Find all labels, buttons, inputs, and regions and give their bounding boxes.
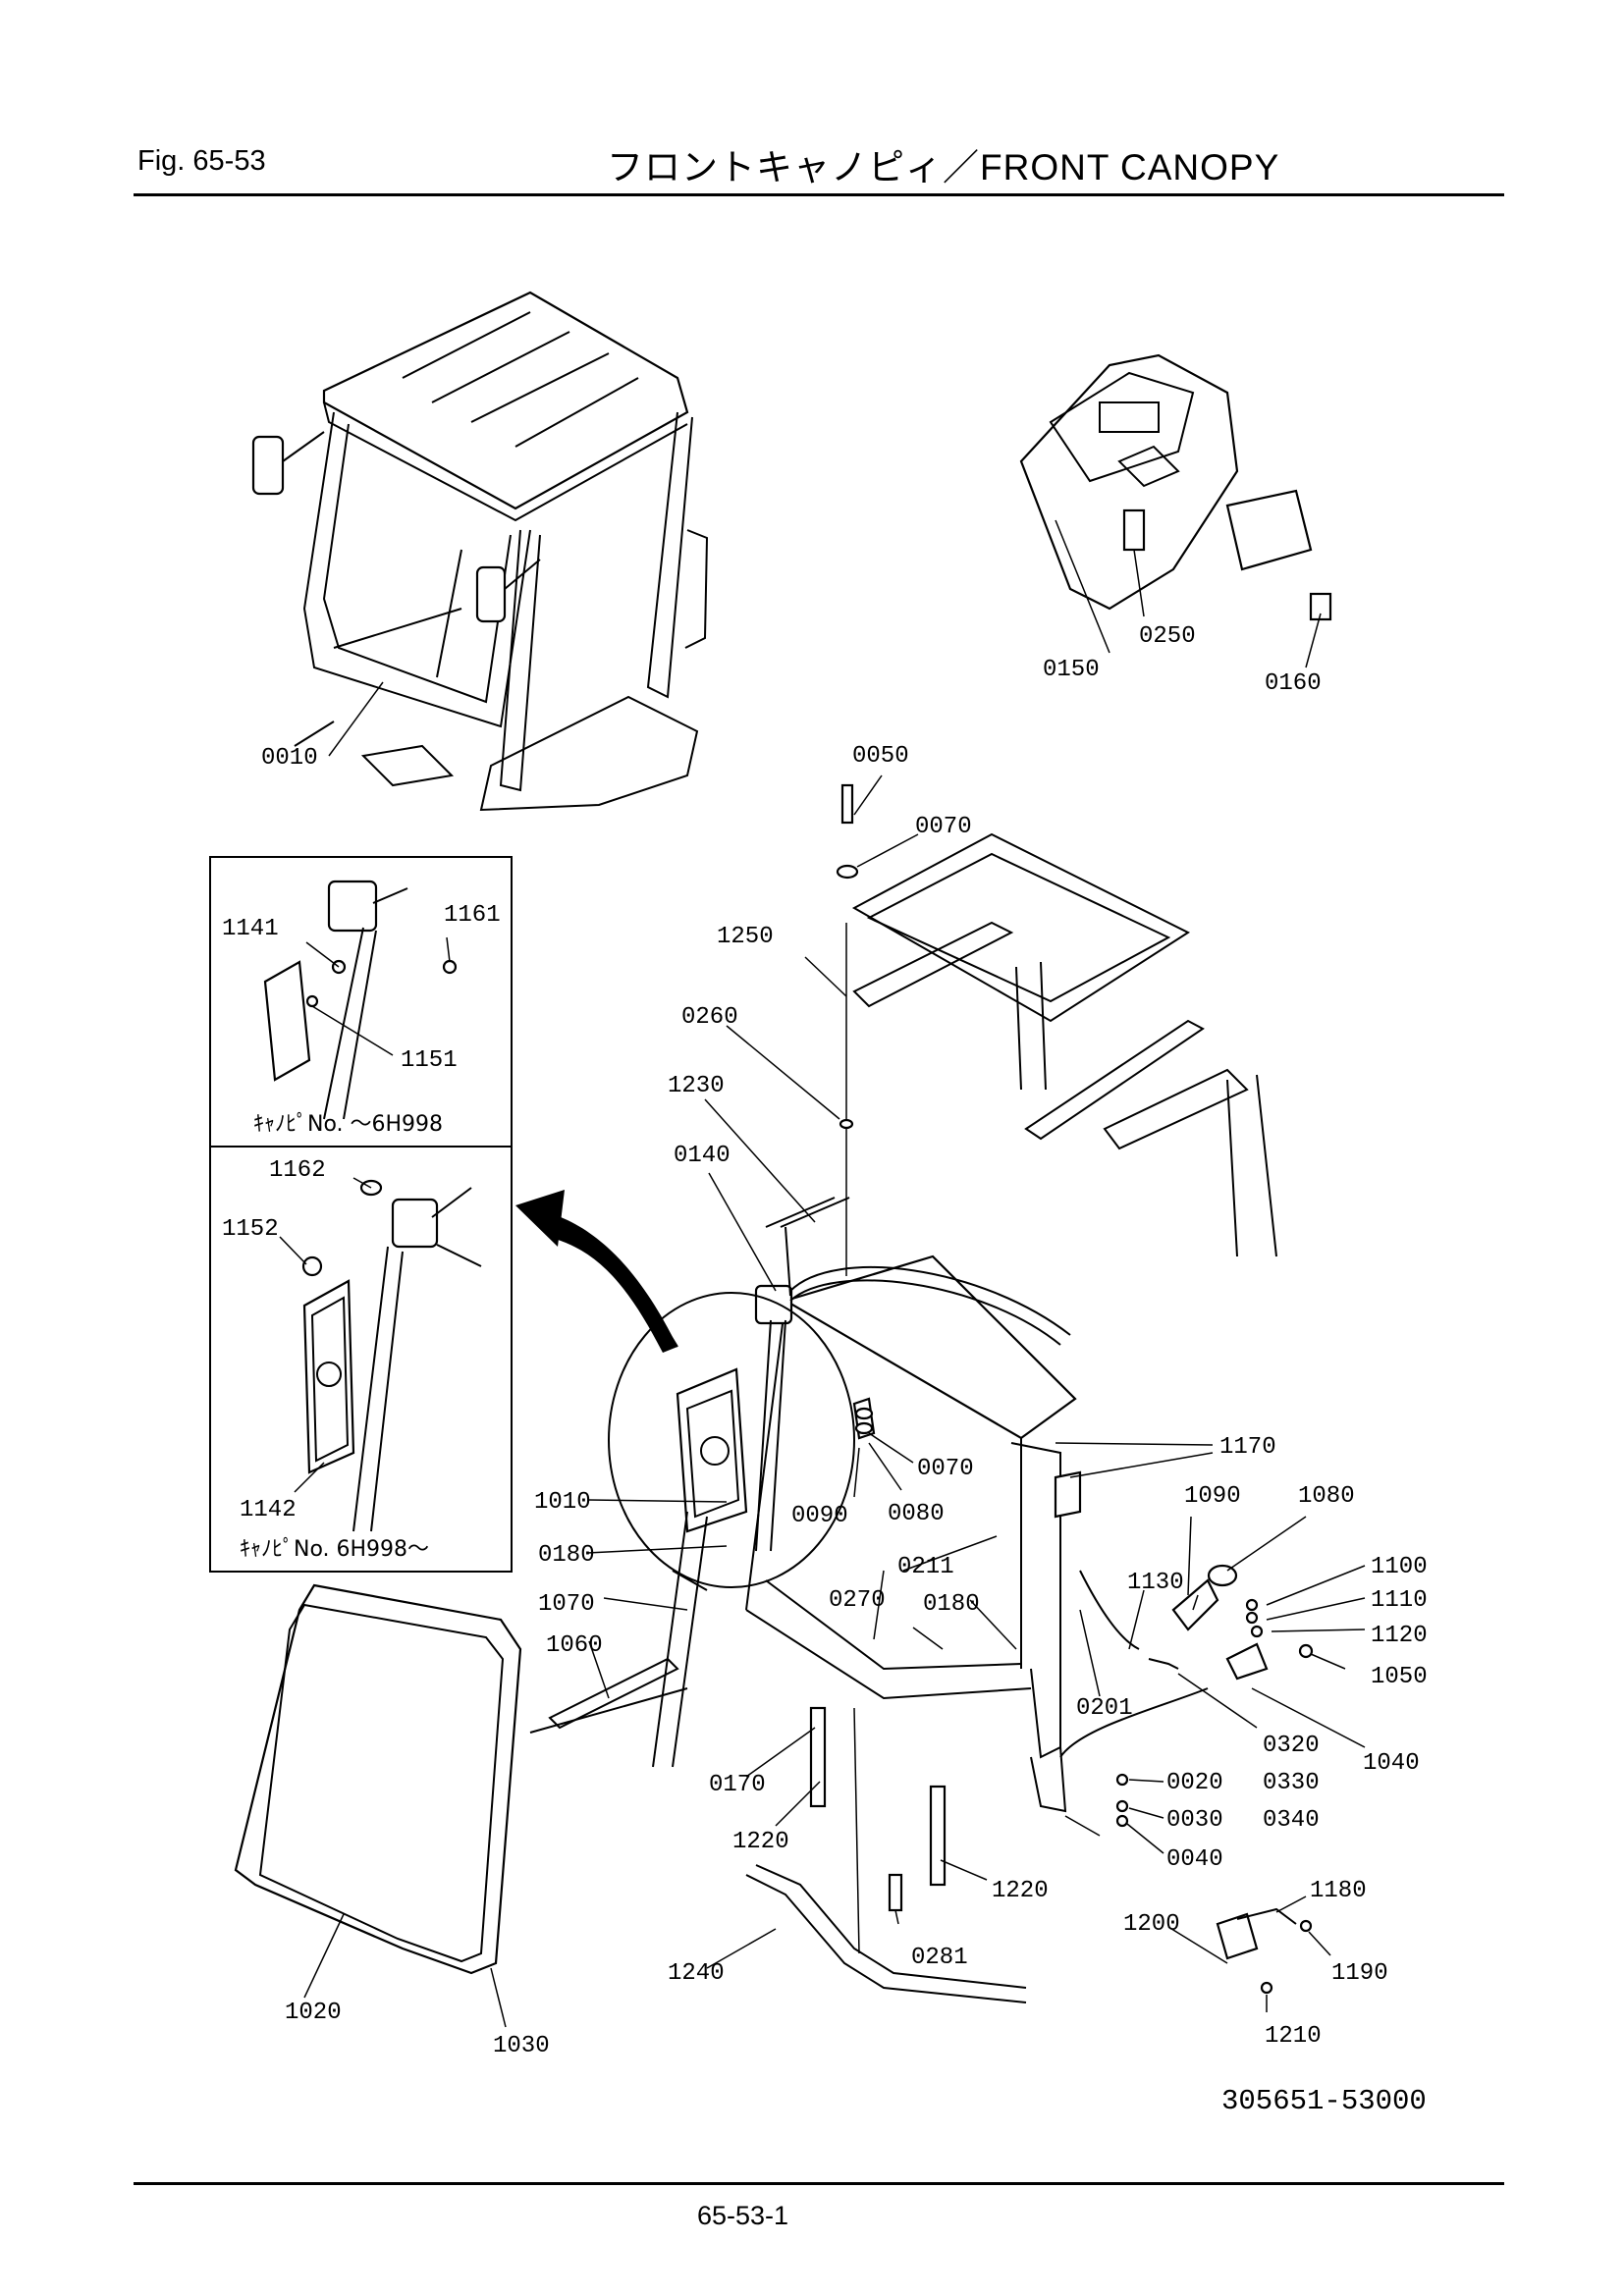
page-number: 65-53-1 — [697, 2201, 789, 2230]
part-label-0070-bottom: 0070 — [917, 1456, 974, 1482]
part-label-0070-top: 0070 — [915, 814, 972, 840]
canopy-assembly-drawing — [251, 291, 709, 812]
part-label-1040: 1040 — [1363, 1750, 1420, 1777]
part-label-1141: 1141 — [222, 916, 279, 942]
inset-pointer-arrow-head — [515, 1190, 565, 1247]
window-glass-drawing — [234, 1583, 522, 1975]
footer-rule — [134, 2182, 1504, 2185]
page-title: フロントキャノピィ／FRONT CANOPY — [607, 147, 1280, 187]
part-label-1200: 1200 — [1123, 1911, 1180, 1938]
wiring-harness-drawing — [1059, 1564, 1314, 1995]
inset-pointer-arrow-body — [550, 1213, 677, 1353]
part-label-0140: 0140 — [674, 1143, 731, 1169]
part-label-0180-right: 0180 — [923, 1591, 980, 1618]
part-label-0180-left: 0180 — [538, 1542, 595, 1569]
part-label-1050: 1050 — [1371, 1664, 1428, 1690]
part-label-1151: 1151 — [401, 1047, 458, 1074]
part-label-0080: 0080 — [888, 1501, 945, 1527]
part-label-1250: 1250 — [717, 924, 774, 950]
mirror-inset-frame — [209, 856, 513, 1573]
part-label-0320: 0320 — [1263, 1733, 1320, 1759]
part-label-1070: 1070 — [538, 1591, 595, 1618]
part-label-1120: 1120 — [1371, 1623, 1428, 1649]
part-label-0040: 0040 — [1166, 1846, 1223, 1873]
part-label-1020: 1020 — [285, 2000, 342, 2026]
mirror-inset-2-drawing — [301, 1179, 482, 1532]
part-label-1152: 1152 — [222, 1216, 279, 1243]
part-label-1220-right: 1220 — [992, 1878, 1049, 1904]
part-label-1060: 1060 — [546, 1632, 603, 1659]
part-label-1161: 1161 — [444, 902, 501, 929]
part-label-0090: 0090 — [791, 1503, 848, 1529]
part-label-1100: 1100 — [1371, 1554, 1428, 1580]
part-label-1162: 1162 — [269, 1157, 326, 1184]
part-label-1240: 1240 — [668, 1960, 725, 1987]
part-label-0270: 0270 — [829, 1587, 886, 1614]
inset-2-serial-note: ｷｬﾉﾋﾟNo. 6H998～ — [240, 1537, 429, 1562]
part-label-0170: 0170 — [709, 1772, 766, 1798]
part-label-0160: 0160 — [1265, 670, 1322, 697]
part-label-0281: 0281 — [911, 1945, 968, 1971]
part-label-0250: 0250 — [1139, 623, 1196, 650]
part-label-1230: 1230 — [668, 1073, 725, 1099]
part-label-0020: 0020 — [1166, 1770, 1223, 1796]
part-label-0330: 0330 — [1263, 1770, 1320, 1796]
part-label-1010: 1010 — [534, 1489, 591, 1516]
part-label-0010: 0010 — [261, 745, 318, 772]
part-label-1080: 1080 — [1298, 1483, 1355, 1510]
part-label-1110: 1110 — [1371, 1587, 1428, 1614]
dashboard-panel-drawing — [1019, 353, 1332, 621]
part-label-1190: 1190 — [1331, 1960, 1388, 1987]
front-frame-drawing — [529, 1197, 1082, 2003]
part-label-1090: 1090 — [1184, 1483, 1241, 1510]
part-label-0201: 0201 — [1076, 1695, 1133, 1722]
part-label-1130: 1130 — [1127, 1570, 1184, 1596]
part-label-0211: 0211 — [897, 1554, 954, 1580]
header-rule — [134, 193, 1504, 196]
leader-lines — [279, 519, 1366, 2028]
part-label-0150: 0150 — [1043, 657, 1100, 683]
figure-number: Fig. 65-53 — [137, 145, 266, 177]
part-label-0030: 0030 — [1166, 1807, 1223, 1834]
inset-1-serial-note: ｷｬﾉﾋﾟNo. ～6H998 — [253, 1112, 443, 1137]
part-label-1142: 1142 — [240, 1497, 297, 1523]
roof-mount-drawing — [836, 783, 1277, 1276]
part-label-1030: 1030 — [493, 2033, 550, 2059]
part-label-0260: 0260 — [681, 1004, 738, 1031]
part-label-1180: 1180 — [1310, 1878, 1367, 1904]
part-label-0340: 0340 — [1263, 1807, 1320, 1834]
part-label-1220-left: 1220 — [732, 1829, 789, 1855]
part-label-1170: 1170 — [1219, 1434, 1276, 1461]
mirror-inset-1-drawing — [263, 880, 458, 1120]
drawing-code: 305651-53000 — [1221, 2085, 1427, 2117]
part-label-1210: 1210 — [1265, 2023, 1322, 2050]
part-label-0050: 0050 — [852, 743, 909, 770]
